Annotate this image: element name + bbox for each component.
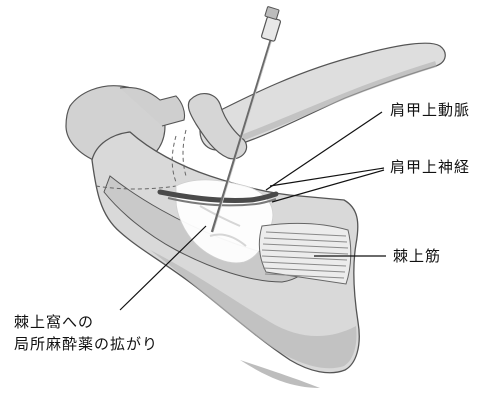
leader-nerve-1 [270,168,384,186]
label-supraspinatus: 棘上筋 [393,247,441,265]
label-spread-line2: 局所麻酔薬の拡がり [14,333,158,355]
label-suprascapular-nerve: 肩甲上神経 [390,158,470,176]
label-suprascapular-artery: 肩甲上動脈 [390,101,470,119]
label-anesthetic-spread: 棘上窩への 局所麻酔薬の拡がり [14,311,158,355]
label-spread-line1: 棘上窩への [14,311,158,333]
